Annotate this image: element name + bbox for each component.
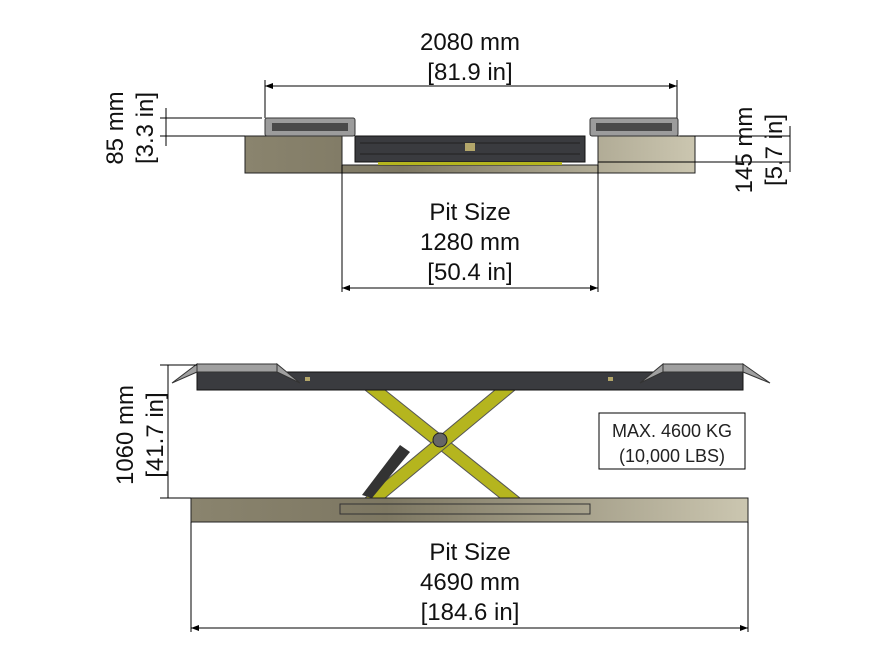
ramp-height-in: [3.3 in] bbox=[132, 92, 159, 164]
capacity-label-box: MAX. 4600 KG (10,000 LBS) bbox=[598, 412, 746, 470]
pit-size-label-top: Pit Size bbox=[429, 199, 510, 226]
capacity-lbs: (10,000 LBS) bbox=[619, 446, 725, 466]
ramp-height-dimension bbox=[160, 108, 262, 146]
front-view-drawing: 2080 mm [81.9 in] bbox=[102, 29, 791, 292]
pit-slab-front bbox=[244, 135, 696, 174]
scissor-arms bbox=[362, 389, 522, 499]
pit-width-in: [50.4 in] bbox=[427, 259, 512, 286]
lift-height-mm: 1060 mm bbox=[112, 385, 139, 485]
pit-depth-in: [5.7 in] bbox=[761, 114, 788, 186]
capacity-kg: MAX. 4600 KG bbox=[612, 421, 732, 441]
overall-width-in: [81.9 in] bbox=[427, 59, 512, 86]
platform-front bbox=[354, 135, 586, 165]
lift-height-in: [41.7 in] bbox=[142, 392, 169, 477]
platform-side bbox=[171, 362, 771, 391]
lift-height-dimension bbox=[160, 364, 197, 499]
ramp-left bbox=[264, 117, 356, 137]
pit-slab-side bbox=[190, 497, 749, 523]
ramp-height-mm: 85 mm bbox=[102, 91, 129, 164]
pit-depth-mm: 145 mm bbox=[731, 107, 758, 194]
pit-width-dimension-line bbox=[341, 165, 599, 292]
ramp-right bbox=[589, 117, 679, 137]
hydraulic-cylinder bbox=[362, 445, 410, 498]
pit-size-label-side: Pit Size bbox=[429, 539, 510, 566]
pit-length-dimension-line bbox=[190, 522, 749, 632]
pit-depth-dimension bbox=[598, 126, 791, 172]
pit-width-mm: 1280 mm bbox=[420, 229, 520, 256]
pit-length-in: [184.6 in] bbox=[421, 599, 520, 626]
overall-width-dimension-line bbox=[264, 80, 678, 118]
overall-width-mm: 2080 mm bbox=[420, 29, 520, 56]
pit-length-mm: 4690 mm bbox=[420, 569, 520, 596]
side-view-drawing: 1060 mm [41.7 in] MAX. 4600 KG (10,000 L… bbox=[112, 362, 771, 632]
